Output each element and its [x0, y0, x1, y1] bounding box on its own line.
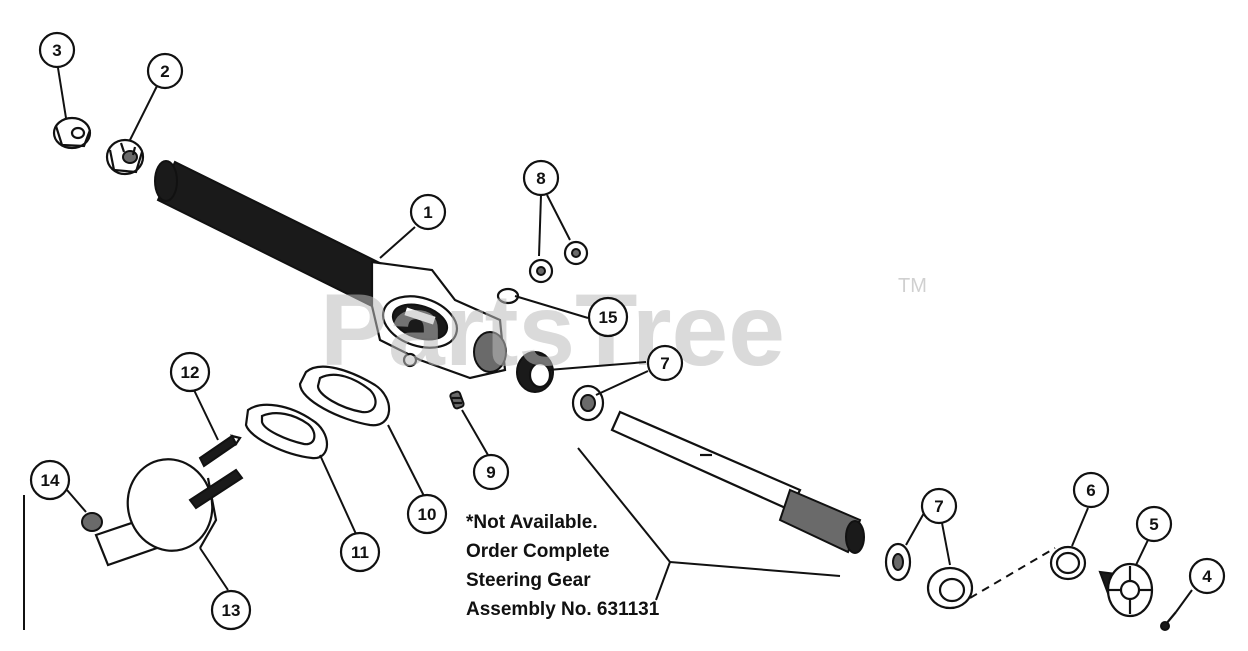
svg-text:10: 10 [418, 505, 437, 524]
svg-text:11: 11 [351, 543, 369, 562]
leader-lines [57, 67, 1193, 613]
callout-4: 4 [1188, 557, 1226, 595]
part-5-adjusting-plug [1098, 562, 1154, 618]
svg-text:5: 5 [1149, 515, 1158, 534]
callout-12: 12 [169, 351, 211, 393]
part-7-bearing-lower [884, 542, 974, 610]
part-3-nut [52, 116, 92, 150]
callout-15: 15 [587, 296, 629, 338]
svg-text:7: 7 [934, 497, 943, 516]
callout-14: 14 [29, 459, 71, 501]
availability-note: *Not Available. Order Complete Steering … [466, 512, 660, 620]
part-4-screw [1160, 611, 1177, 631]
svg-text:15: 15 [599, 308, 618, 327]
part-8-nuts [528, 240, 589, 284]
part-9-grease-fitting [449, 390, 465, 410]
svg-text:6: 6 [1086, 481, 1095, 500]
worm-shaft [610, 410, 865, 554]
part-10-gasket [298, 365, 391, 427]
partstree-watermark: PartsTree TM [320, 273, 927, 387]
callout-7-lower: 7 [920, 487, 958, 525]
callout-1: 1 [409, 193, 447, 231]
svg-text:8: 8 [536, 169, 545, 188]
assembly-line [969, 547, 1056, 599]
svg-text:7: 7 [660, 354, 669, 373]
svg-text:2: 2 [160, 62, 169, 81]
callout-6: 6 [1072, 471, 1110, 509]
svg-text:14: 14 [41, 471, 60, 490]
watermark-text: PartsTree [320, 273, 785, 387]
callout-10: 10 [406, 493, 448, 535]
part-11-gasket [244, 403, 328, 460]
part-1-steering-tube [154, 160, 507, 380]
note-line-3: Steering Gear [466, 570, 591, 591]
note-line-4: Assembly No. 631131 [466, 599, 660, 620]
svg-text:12: 12 [181, 363, 200, 382]
watermark-tm: TM [898, 275, 927, 297]
part-7-bearing-upper [516, 351, 605, 422]
callout-13: 13 [210, 589, 252, 631]
svg-text:4: 4 [1202, 567, 1212, 586]
part-14-nut [81, 512, 103, 532]
svg-text:9: 9 [486, 463, 495, 482]
svg-text:1: 1 [423, 203, 432, 222]
callout-7-upper: 7 [646, 344, 684, 382]
part-6-washer [1049, 545, 1087, 581]
note-line-2: Order Complete [466, 541, 610, 562]
part-13-sector-shaft [94, 458, 244, 567]
callout-5: 5 [1135, 505, 1173, 543]
part-2-slotted-nut [105, 138, 145, 176]
part-12-stud [198, 434, 242, 468]
callout-2: 2 [146, 52, 184, 90]
callout-11: 11 [339, 531, 381, 573]
svg-text:13: 13 [222, 601, 241, 620]
note-line-1: *Not Available. [466, 512, 598, 533]
callout-3: 3 [38, 31, 76, 69]
callout-8: 8 [522, 159, 560, 197]
svg-text:3: 3 [52, 41, 61, 60]
callout-9: 9 [472, 453, 510, 491]
